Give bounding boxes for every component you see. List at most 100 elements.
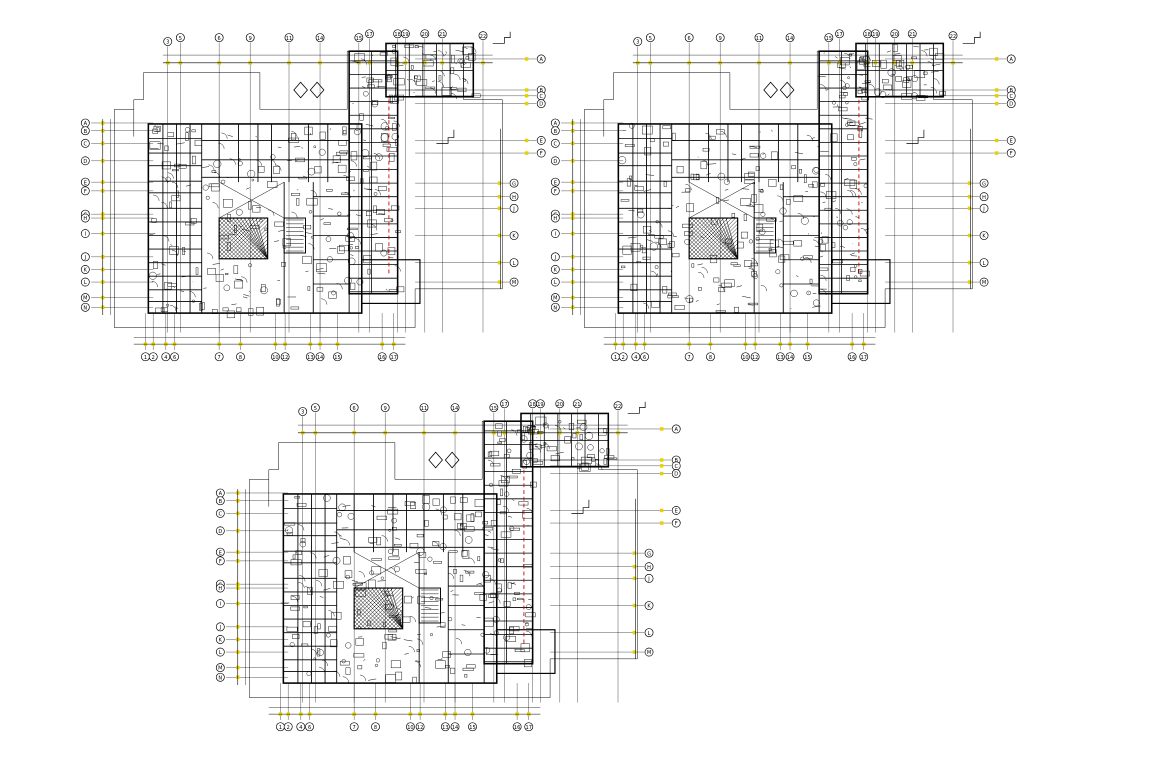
fixture: [745, 180, 755, 184]
fixture: [858, 90, 862, 93]
detail-line: [392, 638, 400, 640]
grid-label: M: [83, 296, 87, 302]
fixture: [893, 44, 897, 51]
detail-line: [305, 271, 308, 272]
detail-line: [888, 94, 890, 95]
grid-bubble: C: [81, 139, 89, 147]
grid-bubble: L: [551, 278, 559, 286]
door-swing: [856, 189, 862, 195]
fixture: [367, 78, 374, 82]
grid-label: 13: [442, 725, 448, 731]
grid-bubble: 1: [611, 353, 619, 361]
grid-label: 18: [529, 402, 535, 408]
fixture: [467, 515, 474, 522]
hatch: [689, 251, 697, 259]
hatch: [219, 218, 235, 234]
door-swing: [371, 224, 377, 230]
fixture: [319, 570, 327, 577]
fixture: [677, 166, 683, 173]
grid-marker: [525, 57, 528, 60]
detail-line: [221, 269, 224, 270]
grid-bubble: J: [551, 253, 559, 261]
door-swing: [361, 59, 367, 65]
grid-bubble: E: [537, 136, 545, 144]
grid-label: M: [647, 650, 651, 656]
elevation-diamond: [764, 82, 778, 98]
fixture-round: [252, 179, 254, 181]
fixture: [850, 180, 857, 188]
detail-line: [525, 623, 527, 624]
fixture: [786, 199, 790, 204]
grid-marker: [525, 139, 528, 142]
detail-line: [363, 659, 365, 661]
grid-label: C: [1009, 94, 1013, 100]
grid-bubble: 7: [685, 353, 693, 361]
grid-bubble: C: [672, 462, 680, 470]
fixture: [392, 124, 396, 131]
fixture: [404, 596, 411, 603]
detail-line: [850, 253, 855, 255]
grid-bubble: A: [81, 119, 89, 127]
detail-line: [451, 591, 454, 592]
detail-line: [697, 264, 702, 265]
hatch: [689, 218, 712, 241]
detail-line: [725, 189, 728, 190]
detail-line: [246, 188, 250, 190]
fixture: [439, 76, 441, 80]
fixture-round: [845, 123, 848, 126]
hatch: [219, 218, 250, 249]
grid-label: 14: [787, 355, 793, 361]
fixture: [394, 79, 405, 85]
fixture: [156, 128, 159, 132]
fixture: [475, 512, 481, 517]
grid-bubble: 11: [285, 34, 293, 42]
grid-label: 16: [514, 725, 520, 731]
grid-bubble: N: [216, 673, 224, 681]
detail-line: [489, 602, 494, 603]
grid-label: B: [554, 129, 558, 135]
fixture: [212, 171, 216, 173]
fixture: [487, 648, 497, 654]
grid-bubble: 7: [215, 353, 223, 361]
door-swing: [168, 173, 174, 179]
fixture-round: [206, 196, 209, 199]
fixture: [882, 79, 888, 83]
detail-line: [377, 581, 385, 582]
door-swing: [438, 71, 444, 77]
grid-label: A: [84, 121, 88, 127]
fixture: [522, 432, 524, 439]
grid-label: F: [84, 189, 87, 195]
door-swing: [221, 133, 227, 139]
grid-bubble: 6: [685, 34, 693, 42]
fixture: [784, 241, 794, 244]
hatch: [219, 218, 242, 241]
fixture: [642, 248, 646, 253]
grid-bubble: A: [551, 119, 559, 127]
door-swing: [311, 190, 317, 196]
fixture: [923, 72, 927, 74]
fixture: [604, 459, 607, 465]
elevation-diamond: [294, 82, 308, 98]
grid-label: F: [554, 189, 557, 195]
grid-label: F: [219, 559, 222, 565]
detail-line: [278, 147, 282, 148]
door-swing: [360, 675, 366, 681]
detail-line: [446, 51, 447, 53]
fixture-round: [326, 633, 330, 637]
grid-label: 1: [144, 355, 147, 361]
level-symbols: [429, 402, 645, 514]
fixture: [465, 674, 467, 677]
hatch: [354, 588, 370, 604]
detail-line: [763, 153, 765, 154]
grid-bubble: I: [551, 229, 559, 237]
grid-label: 5: [649, 36, 652, 42]
grid-label: 11: [756, 36, 762, 42]
fixture-round: [749, 240, 753, 244]
door-swing: [777, 196, 783, 202]
grid-marker: [660, 521, 663, 524]
grid-label: G: [982, 181, 986, 187]
grid-bubble: B: [551, 127, 559, 135]
fixture: [275, 222, 284, 226]
grid-bubble: 17: [500, 400, 508, 408]
fixture: [672, 133, 675, 141]
